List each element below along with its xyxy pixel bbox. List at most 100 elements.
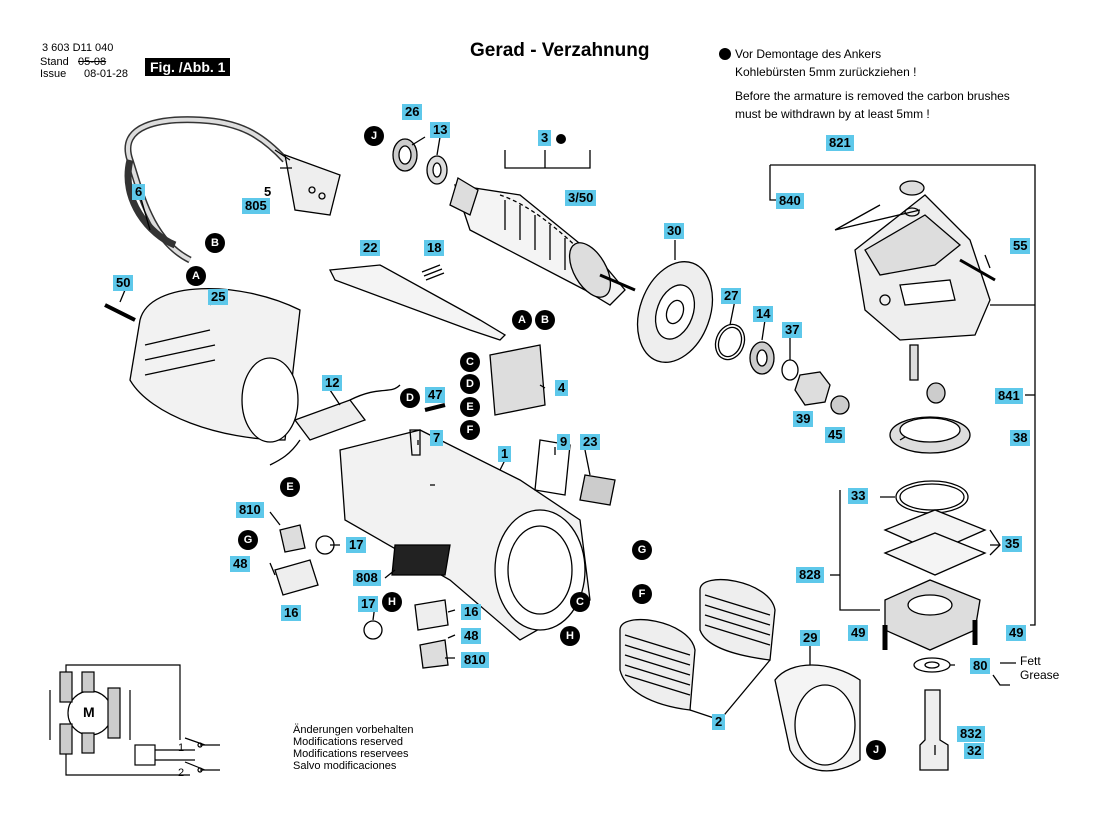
part-label-13: 13 xyxy=(430,122,451,138)
callout-H-brush: H xyxy=(382,592,402,612)
power-cord-end xyxy=(124,159,177,249)
part-label-808: 808 xyxy=(353,570,381,586)
callout-D-suppressor: D xyxy=(400,388,420,408)
callout-F-field: F xyxy=(632,584,652,604)
callout-C-switch: C xyxy=(460,352,480,372)
o-ring xyxy=(895,480,969,514)
part-label-840: 840 xyxy=(776,193,804,209)
switch-rod xyxy=(328,264,507,341)
callout-A-cord: A xyxy=(186,266,206,286)
part-label-3-50: 3/50 xyxy=(565,190,597,206)
callout-J-bearing: J xyxy=(364,126,384,146)
part-label-50: 50 xyxy=(113,275,134,291)
note-line-4: must be withdrawn by at least 5mm ! xyxy=(735,107,930,121)
footer-line-3: Modifications reservees xyxy=(293,748,409,760)
spring-17-b xyxy=(363,620,383,640)
issue-label: Issue xyxy=(40,68,67,80)
part-label-6: 6 xyxy=(132,184,146,200)
callout-B-cord: B xyxy=(205,233,225,253)
gear-housing xyxy=(854,194,996,341)
suppressor xyxy=(293,399,367,441)
footer-line-2: Modifications reserved xyxy=(293,736,404,748)
stand-date: 05-08 xyxy=(78,56,107,68)
part-label-26: 26 xyxy=(402,104,423,120)
motor-housing xyxy=(129,287,301,443)
part-label-4: 4 xyxy=(555,380,569,396)
nut-45 xyxy=(830,395,850,415)
callout-H-field: H xyxy=(560,626,580,646)
callout-A-switch: A xyxy=(512,310,532,330)
part-label-30: 30 xyxy=(664,223,685,239)
callout-J-guard: J xyxy=(866,740,886,760)
field-windings xyxy=(619,578,776,711)
part-label-9: 9 xyxy=(557,434,571,450)
part-label-49-a: 49 xyxy=(848,625,869,641)
part-label-832: 832 xyxy=(957,726,985,742)
part-label-49-b: 49 xyxy=(1006,625,1027,641)
pinion-39 xyxy=(794,371,831,406)
part-label-45: 45 xyxy=(825,427,846,443)
part-label-2: 2 xyxy=(712,714,726,730)
callout-E-suppressor: E xyxy=(280,477,300,497)
holder-16-b xyxy=(414,599,449,631)
p3-bullet xyxy=(556,134,566,144)
part-label-38: 38 xyxy=(1010,430,1031,446)
part-label-12: 12 xyxy=(322,375,343,391)
part-label-22: 22 xyxy=(360,240,381,256)
part-label-47: 47 xyxy=(425,387,446,403)
callout-C-field: C xyxy=(570,592,590,612)
washer-37 xyxy=(781,359,799,381)
part-label-810-b: 810 xyxy=(461,652,489,668)
part-label-828: 828 xyxy=(796,567,824,583)
footer-line-4: Salvo modificaciones xyxy=(293,760,397,772)
note-bullet xyxy=(719,48,731,60)
part-label-29: 29 xyxy=(800,630,821,646)
part-label-33: 33 xyxy=(848,488,869,504)
callout-E-switch: E xyxy=(460,397,480,417)
wiring-schematic xyxy=(49,664,220,776)
callout-D-switch: D xyxy=(460,374,480,394)
issue-date: 08-01-28 xyxy=(84,68,129,80)
switch xyxy=(489,344,546,416)
stand-label: Stand xyxy=(40,56,69,68)
note-line-1: Vor Demontage des Ankers xyxy=(735,47,882,61)
part-label-14: 14 xyxy=(753,306,774,322)
part-label-48-b: 48 xyxy=(461,628,482,644)
callout-G-brush: G xyxy=(238,530,258,550)
part-label-27: 27 xyxy=(721,288,742,304)
part-label-55: 55 xyxy=(1010,238,1031,254)
part-label-39: 39 xyxy=(793,411,814,427)
callout-F-switch: F xyxy=(460,420,480,440)
note-line-2: Kohlebürsten 5mm zurückziehen ! xyxy=(735,65,917,79)
part-label-7: 7 xyxy=(430,430,444,446)
part-label-5: 5 xyxy=(264,184,272,199)
page-title: Gerad - Verzahnung xyxy=(470,40,650,61)
part-label-48-a: 48 xyxy=(230,556,251,572)
motor-symbol: M xyxy=(83,704,95,720)
part-label-25: 25 xyxy=(208,289,229,305)
part-label-18: 18 xyxy=(424,240,445,256)
spring-18 xyxy=(421,264,445,281)
part-label-16-a: 16 xyxy=(281,605,302,621)
spindle-32 xyxy=(919,689,949,771)
part-label-1: 1 xyxy=(498,446,512,462)
armature xyxy=(449,177,636,306)
brush-810-a xyxy=(279,524,306,553)
main-housing xyxy=(339,429,591,641)
part-label-37: 37 xyxy=(782,322,803,338)
part-label-23: 23 xyxy=(580,434,601,450)
footer-line-1: Änderungen vorbehalten xyxy=(293,724,414,736)
part-label-35: 35 xyxy=(1002,536,1023,552)
cap-840 xyxy=(899,180,925,196)
ring-27 xyxy=(714,323,746,361)
plate-35-b xyxy=(883,532,987,576)
grease-label-en: Grease xyxy=(1020,668,1060,682)
callout-G-field: G xyxy=(632,540,652,560)
callout-B-switch: B xyxy=(535,310,555,330)
grease-symbol xyxy=(992,662,1016,686)
part-label-17-a: 17 xyxy=(346,537,367,553)
part-label-805: 805 xyxy=(242,198,270,214)
holder-16-a xyxy=(274,559,319,596)
part-label-17-b: 17 xyxy=(358,596,379,612)
